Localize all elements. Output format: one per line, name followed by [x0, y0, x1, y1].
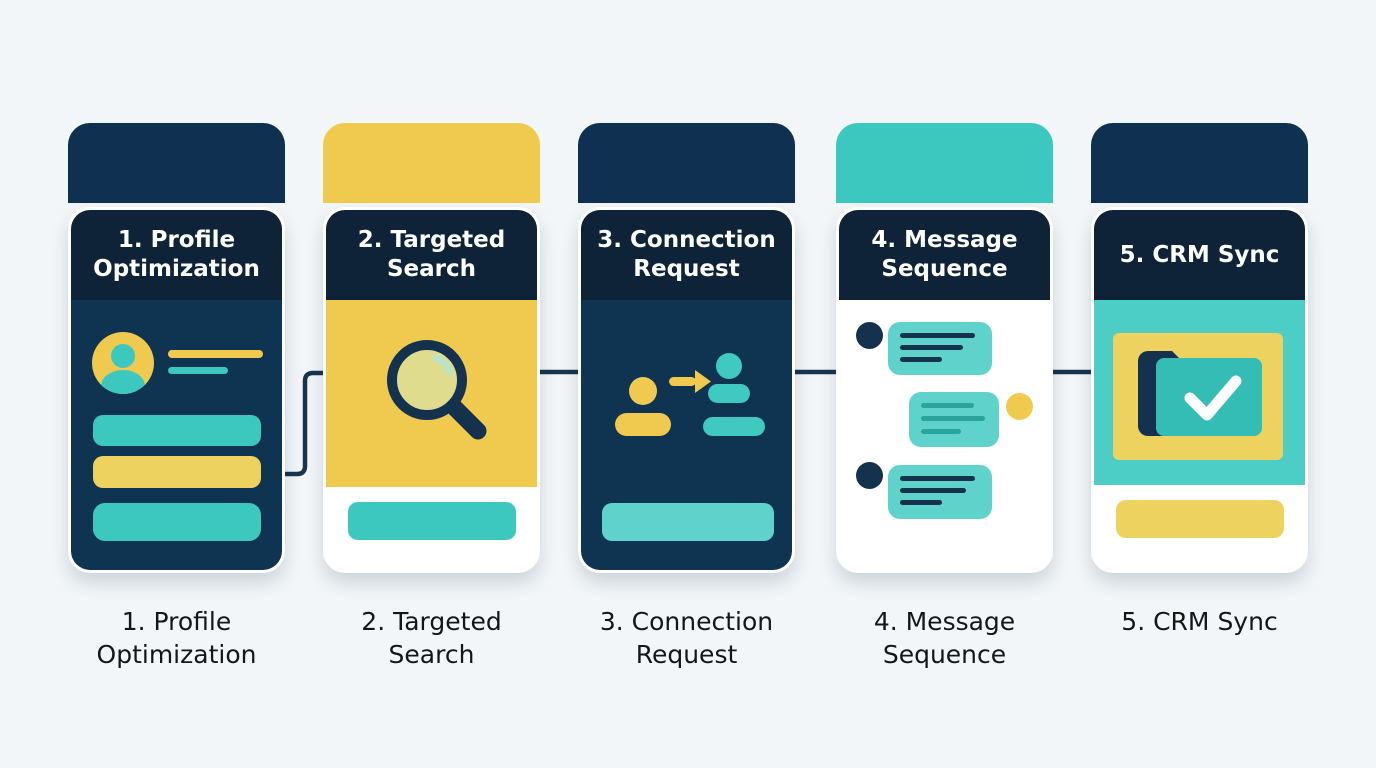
message-text-line — [900, 488, 966, 493]
avatar-icon — [92, 332, 154, 394]
step3-action-pill — [602, 503, 774, 541]
person-to-person-arrow-icon — [615, 353, 765, 436]
message-text-line — [900, 357, 942, 362]
message-text-line — [900, 476, 975, 481]
contact-avatar-dot — [856, 462, 883, 489]
step5-illustration — [1094, 300, 1305, 485]
step4-card-body — [839, 300, 1050, 570]
sender-person-icon — [615, 377, 671, 436]
message-text-line — [900, 500, 942, 505]
step5-top-tab — [1091, 123, 1308, 203]
step1-card: 1. Profile Optimization — [68, 207, 285, 573]
step2-card: 2. Targeted Search — [323, 207, 540, 573]
folder-check-icon — [1138, 351, 1262, 436]
chat-bubble-1 — [888, 322, 992, 375]
profile-text-line-yellow — [168, 350, 263, 358]
crm-panel — [1113, 333, 1283, 460]
connector-step1-step2 — [281, 370, 329, 477]
step1-card-body — [71, 300, 282, 570]
step2-top-tab — [323, 123, 540, 203]
step4-card-title: 4. Message Sequence — [839, 210, 1050, 300]
profile-field-bar-1 — [93, 415, 261, 446]
step1-caption: 1. Profile Optimization — [96, 607, 257, 669]
message-text-line — [900, 333, 975, 338]
chat-bubble-2 — [909, 392, 999, 447]
step3-card-body — [581, 300, 792, 570]
recipient-person-icon — [703, 353, 765, 436]
checkmark-icon — [1184, 375, 1242, 421]
step3-caption: 3. Connection Request — [599, 607, 774, 669]
step5-card-footer — [1094, 485, 1305, 570]
step5-card: 5. CRM Sync — [1091, 207, 1308, 573]
step2-card-footer — [326, 487, 537, 570]
step1-top-tab — [68, 123, 285, 203]
step1-card-title: 1. Profile Optimization — [71, 210, 282, 300]
step-message-sequence: 4. Message Sequence — [836, 123, 1053, 671]
step2-card-title: 2. Targeted Search — [326, 210, 537, 300]
step-profile-optimization: 1. Profile Optimization 1. Profile Optim… — [68, 123, 285, 671]
contact-avatar-dot — [856, 322, 883, 349]
step-targeted-search: 2. Targeted Search 2. Targeted Search — [323, 123, 540, 671]
step-crm-sync: 5. CRM Sync 5. CRM Sync — [1091, 123, 1308, 638]
profile-text-line-teal — [168, 367, 228, 374]
step4-top-tab — [836, 123, 1053, 203]
step-connection-request: 3. Connection Request — [578, 123, 795, 671]
step5-card-body — [1094, 300, 1305, 570]
message-text-line — [921, 416, 985, 421]
step4-caption: 4. Message Sequence — [873, 607, 1016, 669]
magnifier-icon — [387, 340, 487, 440]
step5-card-title: 5. CRM Sync — [1094, 210, 1305, 300]
profile-field-bar-2 — [93, 456, 261, 488]
step3-card-title: 3. Connection Request — [581, 210, 792, 300]
message-text-line — [921, 403, 974, 408]
step4-card: 4. Message Sequence — [836, 207, 1053, 573]
step5-action-pill — [1115, 500, 1284, 538]
step2-action-pill — [347, 502, 516, 540]
step2-card-body — [326, 300, 537, 487]
message-text-line — [921, 429, 961, 434]
chat-bubble-3 — [888, 465, 992, 519]
step2-caption: 2. Targeted Search — [361, 607, 502, 669]
step3-card: 3. Connection Request — [578, 207, 795, 573]
step3-top-tab — [578, 123, 795, 203]
step5-caption: 5. CRM Sync — [1121, 607, 1278, 636]
sender-avatar-dot — [1006, 393, 1033, 420]
arrow-icon — [669, 370, 711, 393]
message-text-line — [900, 345, 963, 350]
profile-field-bar-3 — [93, 503, 261, 541]
